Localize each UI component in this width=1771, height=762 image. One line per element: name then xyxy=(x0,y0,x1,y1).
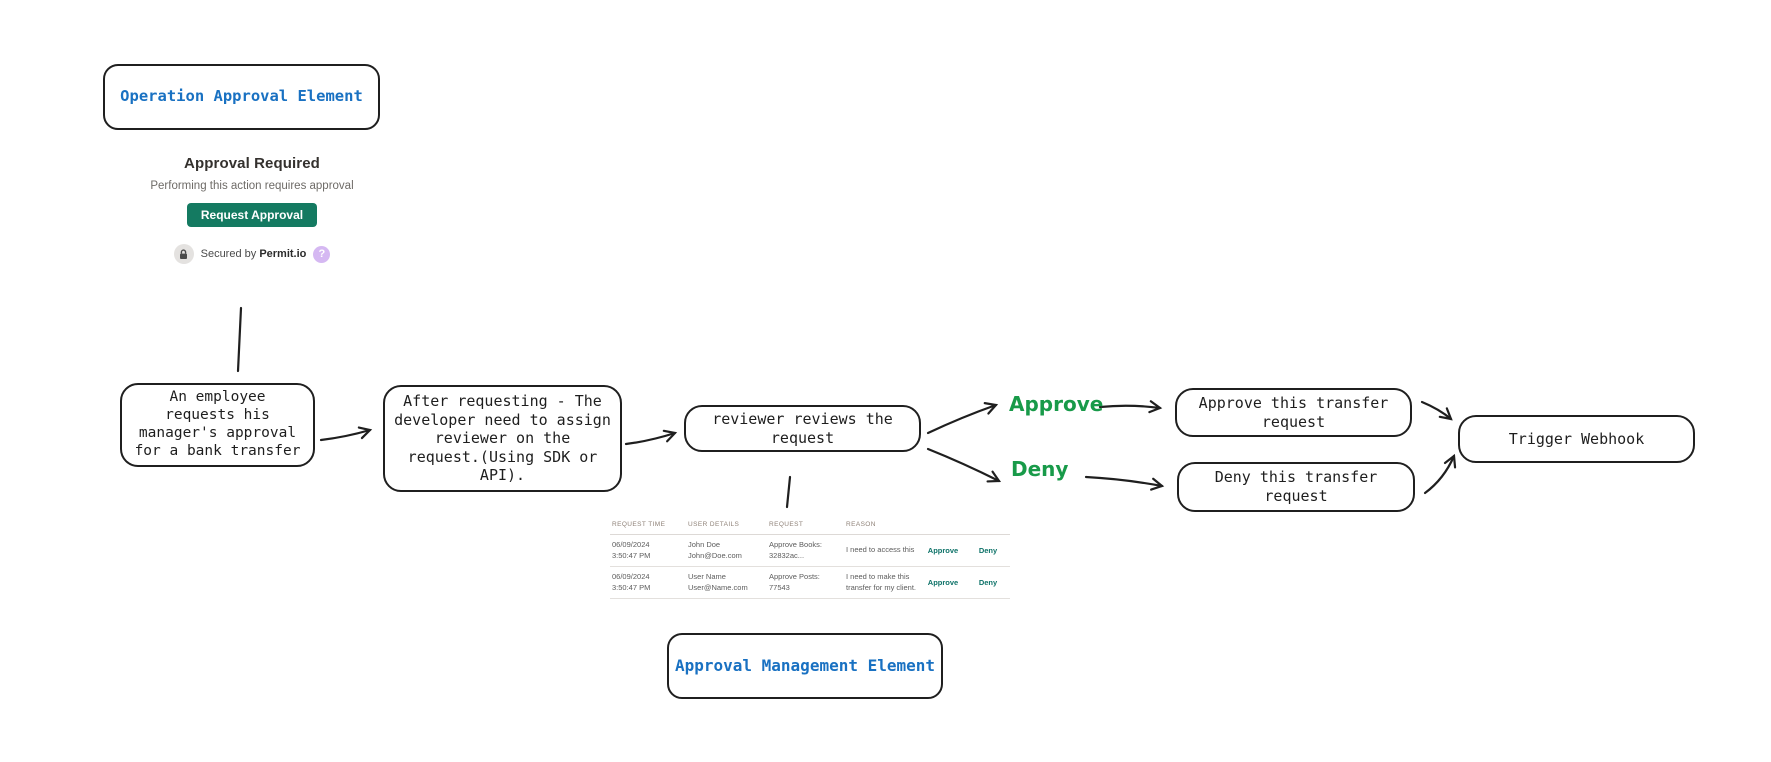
trigger-webhook-box: Trigger Webhook xyxy=(1458,415,1695,463)
header-user-details: USER DETAILS xyxy=(688,521,740,528)
operation-approval-element-label: Operation Approval Element xyxy=(120,87,363,106)
cell-request: Approve Posts: 77543 xyxy=(769,572,820,592)
cell-user-details: John Doe John@Doe.com xyxy=(686,540,767,561)
approval-required-title: Approval Required xyxy=(184,155,320,172)
approval-management-element-box: Approval Management Element xyxy=(667,633,943,699)
cell-request: Approve Books: 32832ac... xyxy=(769,540,822,560)
deny-branch-label: Deny xyxy=(1011,457,1069,481)
flow-step3-box: reviewer reviews the request xyxy=(684,405,921,452)
permit-brand: Permit.io xyxy=(259,248,307,260)
arrow-approvebox-to-webhook xyxy=(1420,400,1453,421)
approve-link[interactable]: Approve xyxy=(927,578,959,587)
connector-step3-to-table xyxy=(785,475,792,509)
arrow-step2-to-step3 xyxy=(624,429,678,446)
deny-transfer-text: Deny this transfer request xyxy=(1214,468,1378,505)
table-header-row: REQUEST TIME USER DETAILS REQUEST REASON xyxy=(610,517,1010,535)
deny-link[interactable]: Deny xyxy=(978,546,998,555)
lock-icon xyxy=(173,244,194,264)
trigger-webhook-text: Trigger Webhook xyxy=(1508,429,1645,448)
cell-reason: I need to make this transfer for my clie… xyxy=(846,572,917,592)
user-email: User@Name.com xyxy=(688,582,748,592)
approval-requests-table: REQUEST TIME USER DETAILS REQUEST REASON… xyxy=(610,517,1010,599)
flow-step3-text: reviewer reviews the request xyxy=(712,409,893,447)
table-row: 06/09/2024 3:50:47 PM User Name User@Nam… xyxy=(610,567,1010,599)
secured-by-text: Secured by Permit.io xyxy=(201,248,307,260)
secured-by-row: Secured by Permit.io ? xyxy=(173,244,331,264)
header-request-time: REQUEST TIME xyxy=(612,521,666,528)
flow-step1-box: An employee requests his manager's appro… xyxy=(120,383,315,467)
arrow-step3-to-deny xyxy=(926,447,1002,483)
approval-management-element-label: Approval Management Element xyxy=(674,656,936,676)
request-approval-button[interactable]: Request Approval xyxy=(186,203,318,227)
table-row: 06/09/2024 3:50:47 PM John Doe John@Doe.… xyxy=(610,535,1010,567)
cell-reason: I need to access this xyxy=(846,545,915,555)
cell-request-time: 06/09/2024 3:50:47 PM xyxy=(612,540,651,560)
arrow-approve-to-approvebox xyxy=(1098,400,1163,414)
arrow-step1-to-step2 xyxy=(319,426,373,442)
approve-transfer-text: Approve this transfer request xyxy=(1198,393,1389,431)
header-request: REQUEST xyxy=(769,521,804,528)
approval-required-subtitle: Performing this action requires approval xyxy=(150,180,354,192)
connector-widget-to-step1 xyxy=(236,306,243,373)
arrow-deny-to-denybox xyxy=(1084,475,1165,491)
flow-step1-text: An employee requests his manager's appro… xyxy=(134,389,301,459)
help-icon[interactable]: ? xyxy=(313,245,331,263)
approve-link[interactable]: Approve xyxy=(927,546,959,555)
flow-step2-text: After requesting - The developer need to… xyxy=(394,392,611,485)
deny-transfer-box: Deny this transfer request xyxy=(1177,462,1415,512)
deny-link[interactable]: Deny xyxy=(978,578,998,587)
approve-branch-label: Approve xyxy=(1009,392,1104,416)
operation-approval-element-box: Operation Approval Element xyxy=(103,64,380,130)
user-name: User Name xyxy=(688,572,726,581)
approval-widget: Approval Required Performing this action… xyxy=(127,155,377,264)
cell-request-time: 06/09/2024 3:50:47 PM xyxy=(612,572,651,592)
secured-prefix: Secured by xyxy=(200,248,260,260)
approve-transfer-box: Approve this transfer request xyxy=(1175,388,1412,437)
arrow-denybox-to-webhook xyxy=(1423,453,1457,495)
cell-user-details: User Name User@Name.com xyxy=(686,572,767,593)
arrow-step3-to-approve xyxy=(926,402,999,435)
header-reason: REASON xyxy=(846,521,876,528)
user-email: John@Doe.com xyxy=(688,550,742,560)
flow-step2-box: After requesting - The developer need to… xyxy=(383,385,622,492)
user-name: John Doe xyxy=(688,540,721,549)
